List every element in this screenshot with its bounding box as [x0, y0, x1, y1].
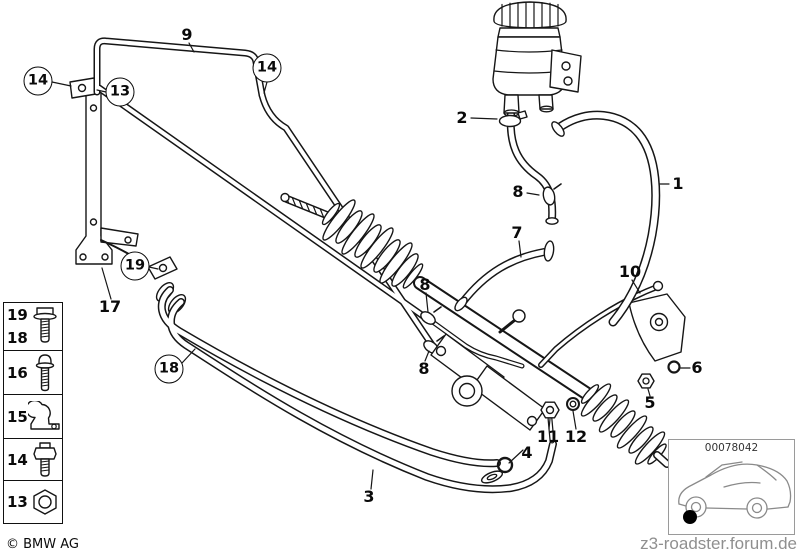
legend-label: 15	[7, 407, 28, 426]
pipe-clamp-icon	[27, 395, 62, 438]
legend-label: 18	[7, 329, 28, 348]
legend-label: 16	[7, 363, 28, 382]
small-fasteners	[637, 360, 681, 389]
steering-rack	[280, 192, 686, 468]
legend-box-13[interactable]: 13	[3, 480, 63, 525]
hydraulic-hoses	[157, 286, 557, 494]
legend-label: 14	[7, 450, 28, 469]
callout-12[interactable]: 12	[564, 427, 588, 446]
callout-10[interactable]: 10	[618, 262, 642, 281]
callout-8[interactable]: 8	[419, 275, 431, 294]
legend-box-14[interactable]: 14	[3, 438, 63, 482]
copyright-text: © BMW AG	[6, 537, 79, 552]
callout-4[interactable]: 4	[521, 443, 533, 462]
flange-bolt-icon	[28, 303, 62, 350]
callout-9[interactable]: 9	[181, 25, 193, 44]
callout-1[interactable]: 1	[672, 174, 684, 193]
return-hose	[551, 110, 661, 327]
callout-19[interactable]: 19	[120, 251, 150, 281]
watermark-text: z3-roadster.forum.de	[640, 534, 797, 553]
callout-8[interactable]: 8	[418, 359, 430, 378]
callout-13[interactable]: 13	[105, 77, 135, 107]
legend-box-16[interactable]: 16	[3, 349, 63, 396]
legend-label: 13	[7, 493, 28, 512]
callout-14[interactable]: 14	[252, 53, 282, 83]
callout-8[interactable]: 8	[512, 182, 524, 201]
callout-3[interactable]: 3	[363, 487, 375, 506]
legend-column: 19 18 16	[3, 301, 63, 525]
callout-5[interactable]: 5	[644, 393, 656, 412]
legend-box-15[interactable]: 15	[3, 394, 63, 440]
vehicle-thumbnail[interactable]: 00078042	[668, 439, 795, 535]
vehicle-sketch	[678, 461, 792, 524]
fluid-reservoir	[492, 1, 582, 128]
document-number: 00078042	[704, 442, 759, 454]
callout-18[interactable]: 18	[154, 354, 184, 384]
hex-nut-icon	[28, 481, 62, 523]
suction-hose	[454, 240, 555, 312]
legend-box-19-18[interactable]: 19 18	[3, 301, 63, 351]
callout-7[interactable]: 7	[511, 223, 523, 242]
callout-11[interactable]: 11	[536, 427, 560, 446]
mounting-bracket	[69, 77, 156, 273]
callout-14[interactable]: 14	[23, 66, 53, 96]
callout-17[interactable]: 17	[98, 297, 122, 316]
callout-6[interactable]: 6	[691, 358, 703, 377]
callout-leader-lines	[51, 42, 691, 490]
callout-2[interactable]: 2	[456, 108, 468, 127]
banjo-fitting	[480, 397, 580, 484]
reservoir-hose	[506, 110, 562, 225]
cooler-pipe	[93, 37, 436, 349]
socket-bolt-icon	[28, 351, 62, 395]
sensor-switch-icon	[28, 439, 62, 480]
pressure-pipe	[538, 280, 664, 368]
legend-label: 19	[7, 305, 28, 324]
location-dot	[683, 510, 697, 524]
